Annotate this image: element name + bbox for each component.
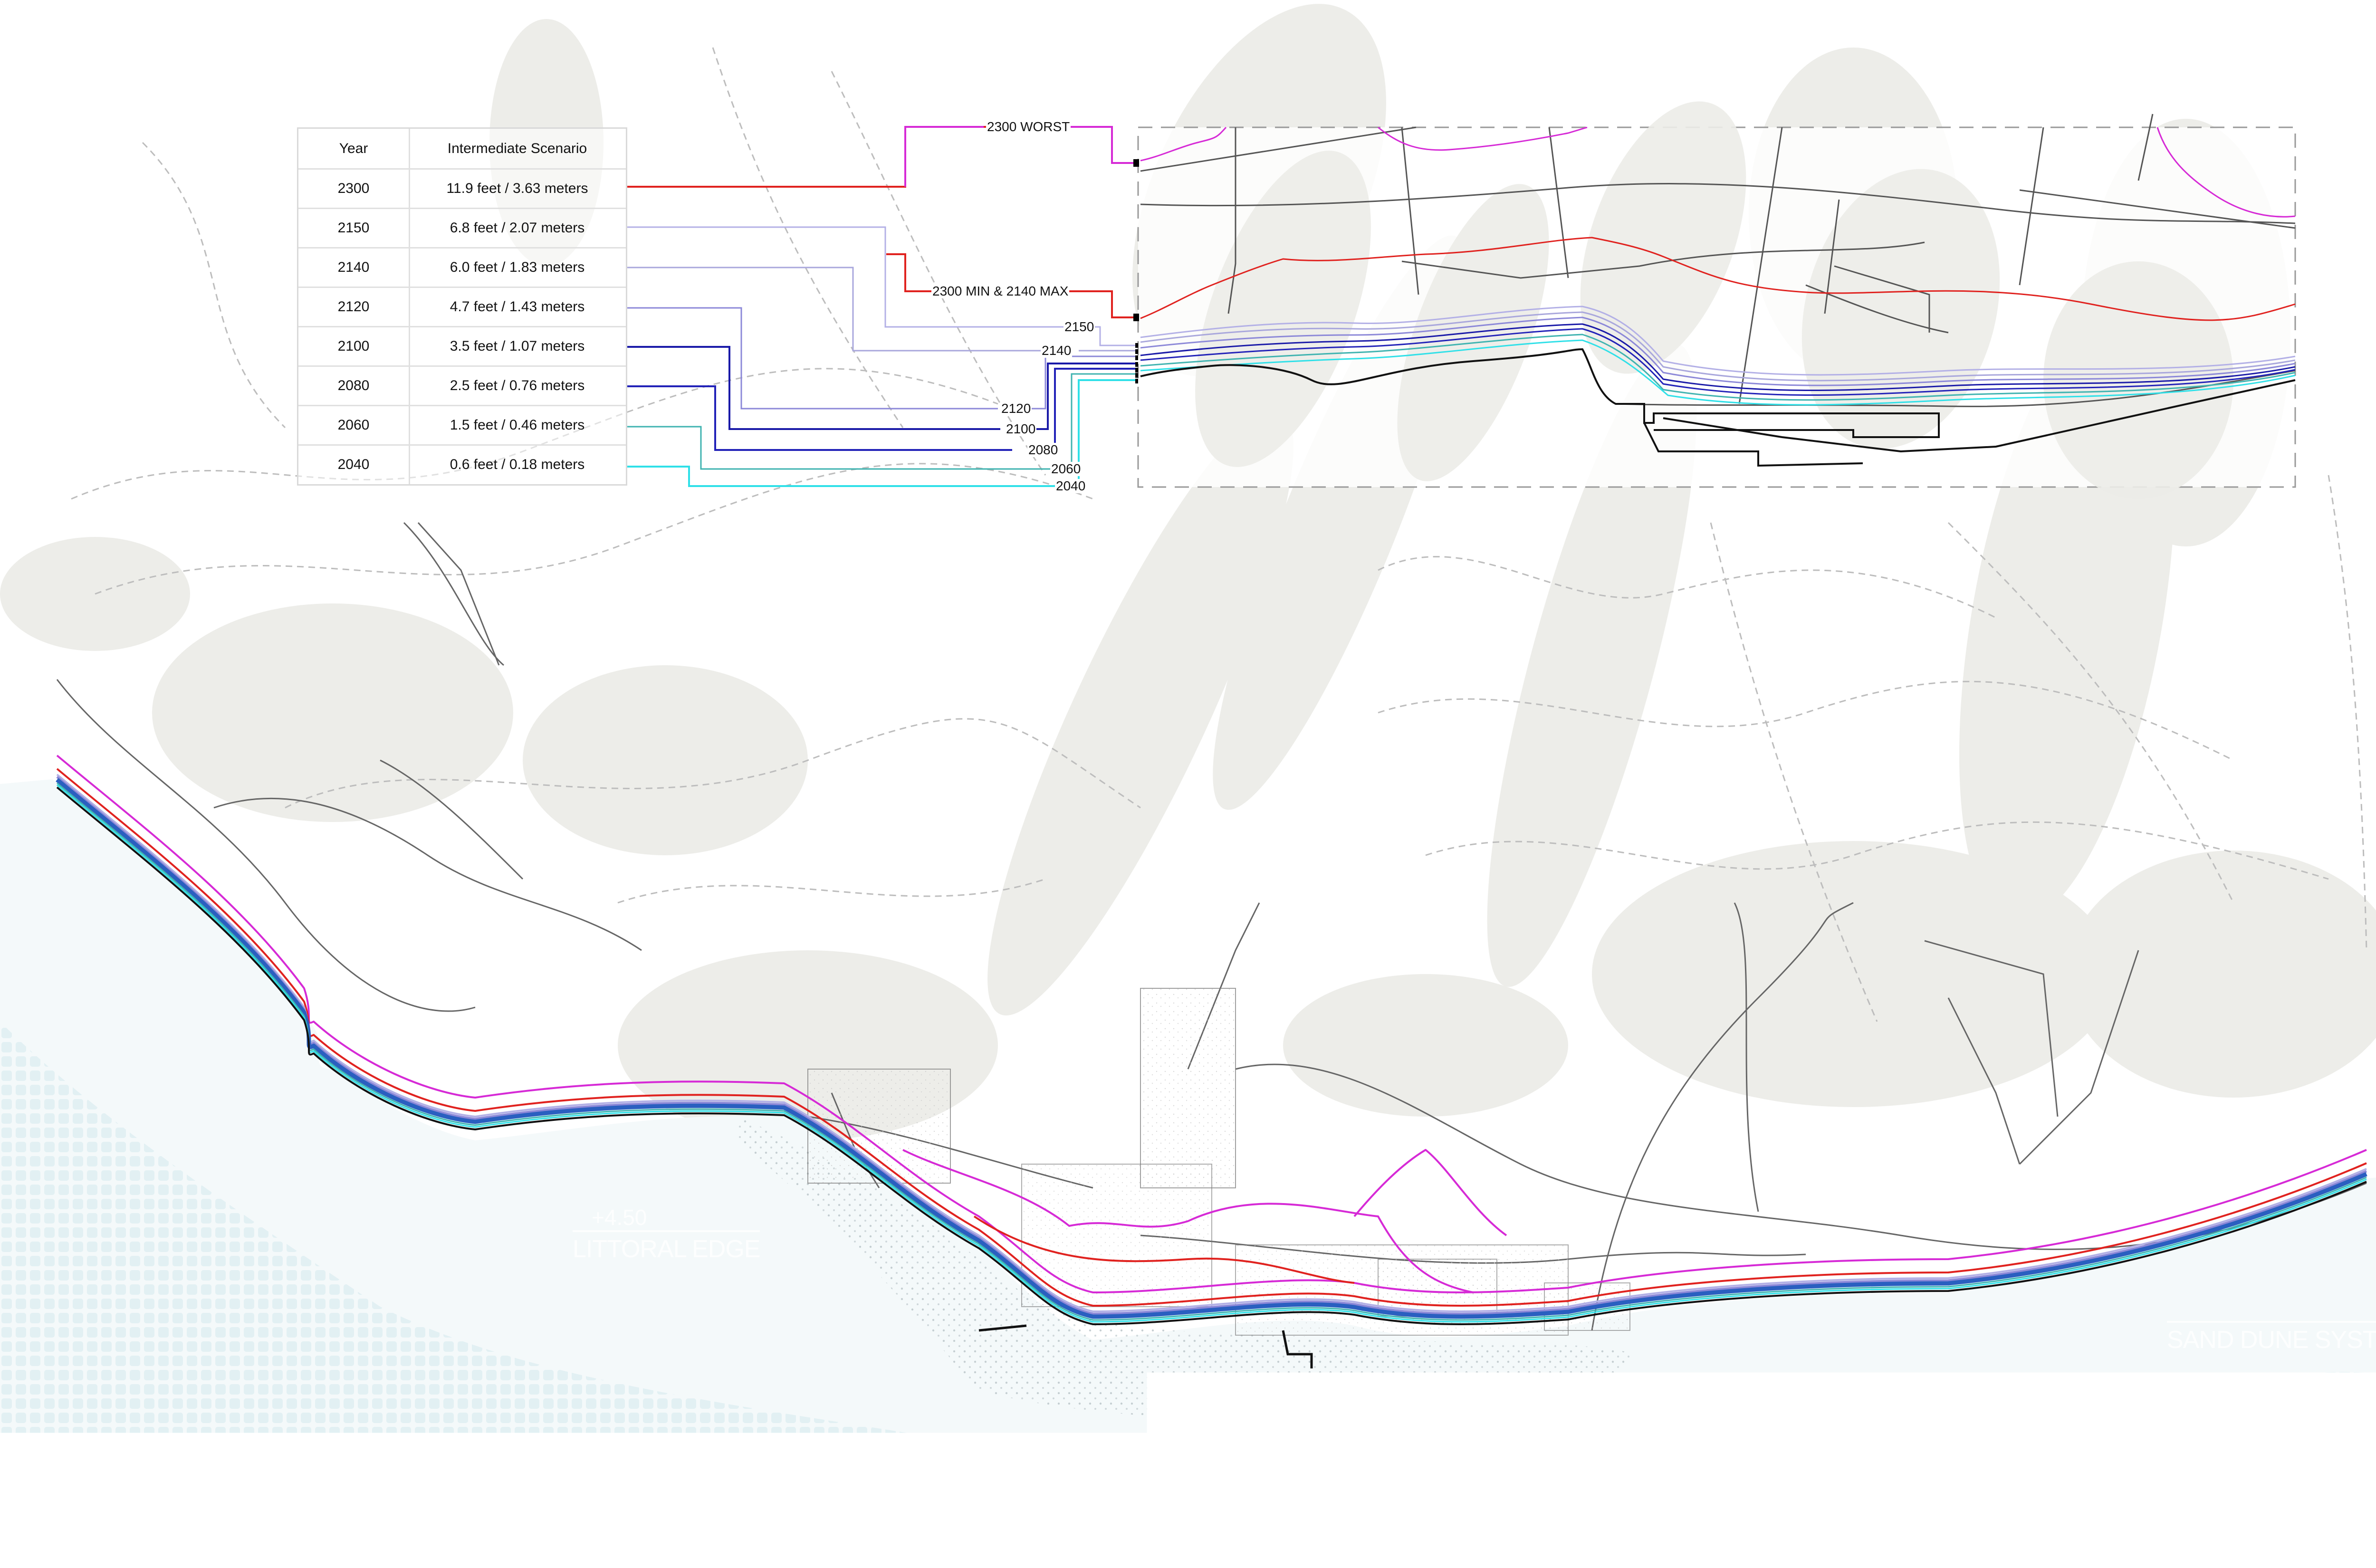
legend-value: 2.5 feet / 0.76 meters: [409, 378, 626, 394]
label-2100: 2100: [1005, 422, 1036, 436]
legend-header-row: Year Intermediate Scenario: [298, 129, 626, 168]
legend-value: 0.6 feet / 0.18 meters: [409, 457, 626, 473]
label-2060: 2060: [1050, 462, 1082, 476]
legend-year: 2120: [298, 299, 409, 315]
legend-row: 2060 1.5 feet / 0.46 meters: [298, 405, 626, 444]
label-2080: 2080: [1027, 443, 1059, 457]
legend-row: 2150 6.8 feet / 2.07 meters: [298, 208, 626, 247]
legend-row: 2100 3.5 feet / 1.07 meters: [298, 326, 626, 365]
legend-row: 2040 0.6 feet / 0.18 meters: [298, 444, 626, 484]
legend-row: 2140 6.0 feet / 1.83 meters: [298, 247, 626, 287]
water-label-riparian-corridor: +4.50 RIPARIAN CORRIDOR: [1653, 1395, 1901, 1453]
label-2150: 2150: [1063, 320, 1095, 334]
legend-value: 1.5 feet / 0.46 meters: [409, 417, 626, 433]
legend-header-year: Year: [298, 141, 409, 157]
legend-row: 2120 4.7 feet / 1.43 meters: [298, 287, 626, 326]
legend-value: 3.5 feet / 1.07 meters: [409, 338, 626, 354]
littoral-edge-elevation: +4.50: [573, 1205, 760, 1230]
sand-dune-name: SAND DUNE SYSTEM: [2167, 1321, 2376, 1354]
legend-year: 2100: [298, 338, 409, 354]
legend-table: Year Intermediate Scenario 2300 11.9 fee…: [297, 127, 627, 486]
legend-value: 11.9 feet / 3.63 meters: [409, 181, 626, 197]
inset-map: [1138, 79, 2295, 499]
legend-row: 2300 11.9 feet / 3.63 meters: [298, 168, 626, 208]
legend-value: 6.8 feet / 2.07 meters: [409, 220, 626, 236]
riparian-corridor-elevation: +4.50: [1653, 1395, 1901, 1420]
legend-value: 4.7 feet / 1.43 meters: [409, 299, 626, 315]
water-label-sand-dune-system: SAND DUNE SYSTEM: [2167, 1321, 2376, 1354]
label-2120: 2120: [1000, 402, 1032, 416]
label-2140: 2140: [1041, 344, 1072, 358]
legend-year: 2300: [298, 181, 409, 197]
legend-year: 2140: [298, 259, 409, 276]
legend-row: 2080 2.5 feet / 0.76 meters: [298, 365, 626, 405]
label-2040: 2040: [1055, 479, 1086, 493]
legend-value: 6.0 feet / 1.83 meters: [409, 259, 626, 276]
label-2300-worst: 2300 WORST: [986, 120, 1071, 134]
legend-year: 2040: [298, 457, 409, 473]
riparian-corridor-name: RIPARIAN CORRIDOR: [1653, 1420, 1901, 1453]
label-2300-min-2140-max: 2300 MIN & 2140 MAX: [931, 284, 1069, 298]
legend-year: 2060: [298, 417, 409, 433]
legend-connectors: [627, 127, 1138, 486]
legend-header-scenario: Intermediate Scenario: [409, 141, 626, 157]
legend-year: 2080: [298, 378, 409, 394]
legend-year: 2150: [298, 220, 409, 236]
littoral-edge-name: LITTORAL EDGE: [573, 1230, 760, 1263]
water-label-littoral-edge: +4.50 LITTORAL EDGE: [573, 1205, 760, 1263]
